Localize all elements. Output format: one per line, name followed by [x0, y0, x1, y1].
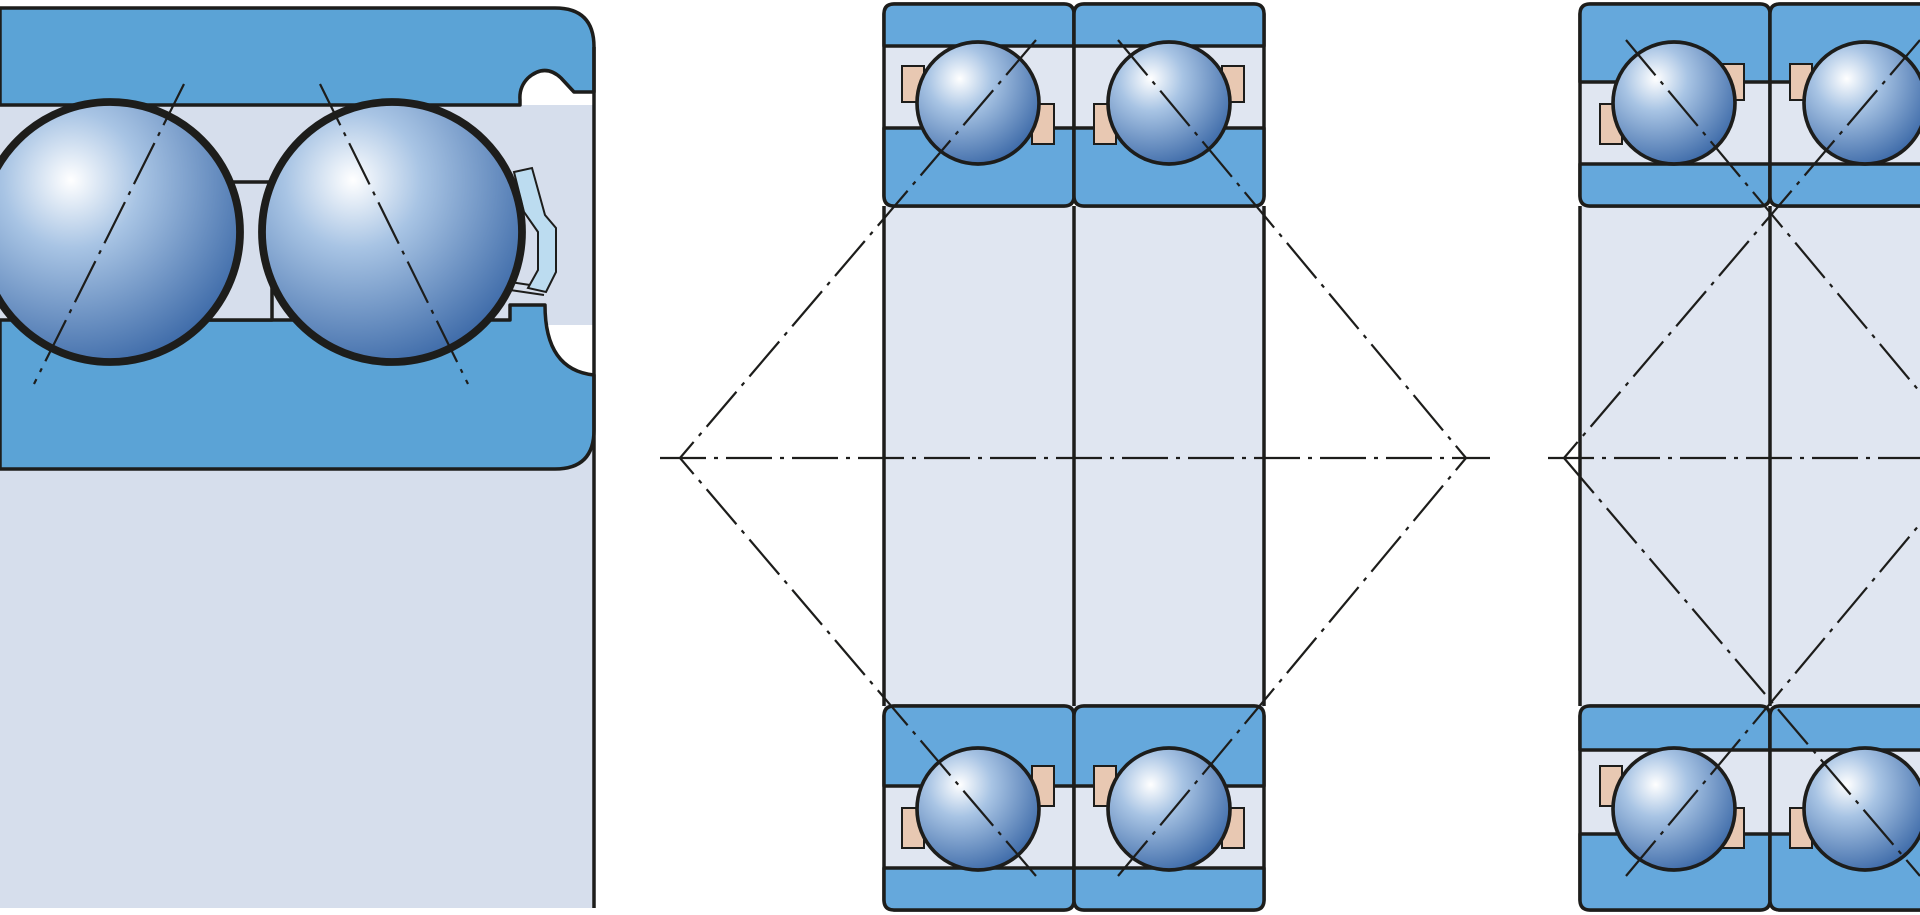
detail-seal — [512, 166, 557, 294]
f2f-bearing-bottom-right — [1768, 704, 1920, 912]
f2f-contact-line-4 — [1625, 523, 1920, 877]
f2f-contact-line-3 — [1563, 457, 1920, 877]
detail-outer-ring — [0, 6, 596, 107]
detail-ball-1 — [0, 102, 240, 362]
f2f-contact-line-1 — [1625, 39, 1920, 393]
f2f-contact-line-2 — [1563, 39, 1920, 459]
back-to-back-view — [660, 2, 1490, 912]
f2f-bearing-bottom-left — [1578, 704, 1772, 912]
detail-contact-line-2 — [319, 83, 469, 385]
face-to-face-view — [1548, 2, 1920, 912]
f2f-bearing-top-right — [1768, 2, 1920, 208]
b2b-contact-line-tr — [1117, 39, 1467, 459]
b2b-contact-line-br — [1117, 457, 1467, 877]
b2b-bearing-bottom-right — [1072, 704, 1266, 912]
detail-section-view — [0, 6, 596, 908]
detail-contact-line-1 — [33, 83, 185, 385]
f2f-bearing-top-left — [1578, 2, 1772, 208]
b2b-contact-line-bl — [679, 457, 1037, 877]
b2b-bearing-top-left — [882, 2, 1076, 208]
b2b-bearing-top-right — [1072, 2, 1266, 208]
b2b-contact-line-tl — [679, 39, 1037, 459]
